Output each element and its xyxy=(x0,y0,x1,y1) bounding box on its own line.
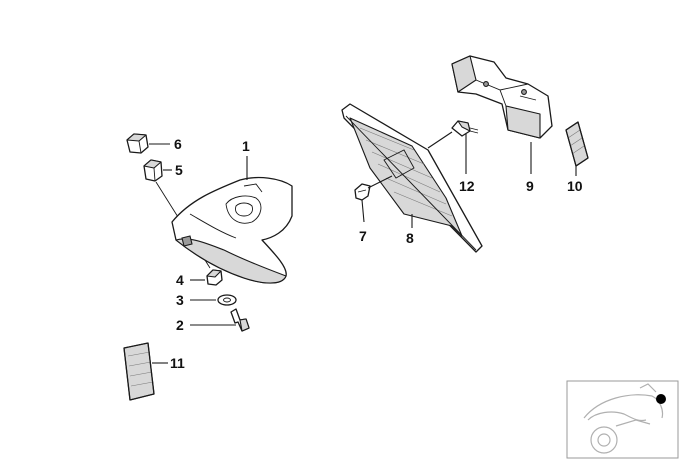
callout-9[interactable]: 9 xyxy=(526,178,534,194)
callout-6[interactable]: 6 xyxy=(174,136,182,152)
locator-thumbnail xyxy=(566,380,679,459)
callout-7[interactable]: 7 xyxy=(359,228,367,244)
callout-11[interactable]: 11 xyxy=(170,355,185,371)
part-1-tail-cover[interactable] xyxy=(171,176,293,284)
part-6-cap[interactable] xyxy=(126,133,149,154)
callout-12[interactable]: 12 xyxy=(459,178,475,194)
part-2-bolt[interactable] xyxy=(230,308,250,332)
leader-7 xyxy=(361,199,365,223)
part-4-nut[interactable] xyxy=(206,269,223,286)
part-8-plate-holder[interactable] xyxy=(341,103,483,253)
callout-4[interactable]: 4 xyxy=(176,272,184,288)
part-11-reflector[interactable] xyxy=(123,342,155,401)
part-12-screw[interactable] xyxy=(451,120,479,137)
part-7-clip[interactable] xyxy=(354,183,371,201)
part-3-washer[interactable] xyxy=(217,294,237,306)
leader-12b xyxy=(427,131,453,149)
callout-5[interactable]: 5 xyxy=(175,162,183,178)
callout-2[interactable]: 2 xyxy=(176,317,184,333)
callout-3[interactable]: 3 xyxy=(176,292,184,308)
part-5-grommet[interactable] xyxy=(143,159,163,182)
part-9-bracket[interactable] xyxy=(451,55,553,139)
locator-marker xyxy=(656,394,666,404)
callout-1[interactable]: 1 xyxy=(242,138,250,154)
part-10-reflector[interactable] xyxy=(565,121,589,167)
leader-7b xyxy=(367,175,393,189)
callout-10[interactable]: 10 xyxy=(567,178,583,194)
callout-8[interactable]: 8 xyxy=(406,230,414,246)
